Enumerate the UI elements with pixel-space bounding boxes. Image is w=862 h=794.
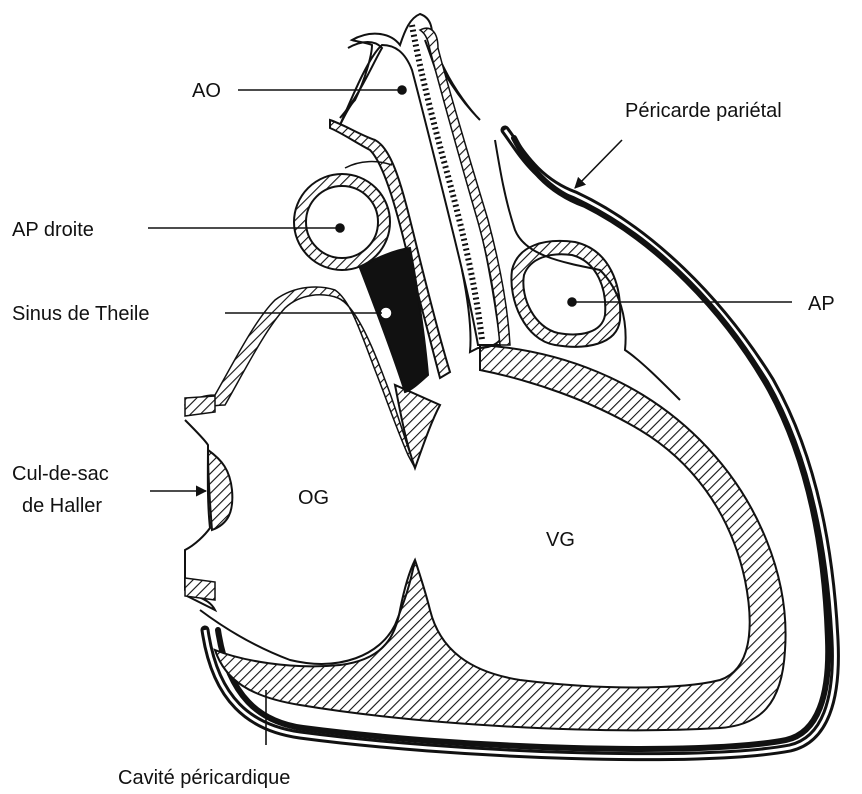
pulmonary-artery (511, 241, 620, 347)
label-og: OG (298, 487, 329, 509)
label-cavite-pericardique: Cavité péricardique (118, 767, 290, 789)
aorta-right-wall (420, 28, 510, 345)
label-ap-droite: AP droite (12, 219, 94, 241)
label-pericarde-parietal: Péricarde pariétal (625, 100, 782, 122)
arrow-pericarde-parietal (575, 140, 622, 188)
label-cul-de-sac-line1: Cul-de-sac (12, 463, 109, 485)
label-sinus-de-theile: Sinus de Theile (12, 303, 150, 325)
label-cul-de-sac-line2: de Haller (22, 495, 102, 517)
label-ao: AO (192, 80, 221, 102)
right-pulmonary-artery (294, 162, 392, 270)
label-vg: VG (546, 529, 575, 551)
myocardium-wall (215, 345, 786, 730)
label-ap: AP (808, 293, 835, 315)
